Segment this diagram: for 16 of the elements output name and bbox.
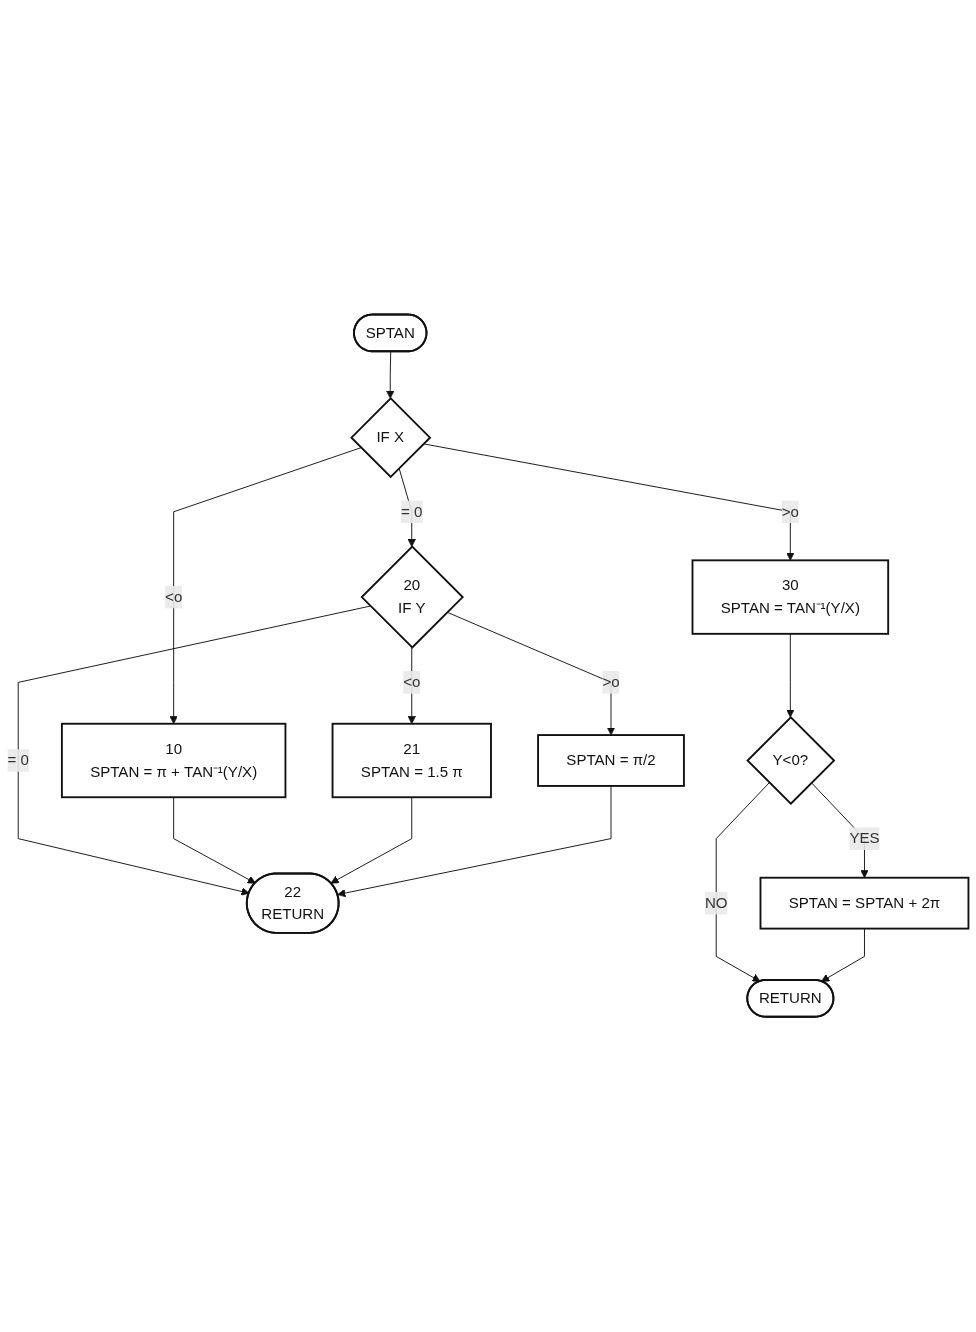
node-box: SPTAN = π/2 [537,734,685,788]
edge-label: <o [403,674,421,691]
edge-label: <o [165,588,183,605]
node-box: SPTAN = SPTAN + 2π [759,877,970,930]
edge-label: = 0 [401,503,423,520]
edge-label: YES [849,830,880,847]
node-diamond: IF X [350,397,432,479]
edge-label: >o [781,503,799,520]
node-box: 21 SPTAN = 1.5 π [331,723,492,799]
node-diamond: Y<0? [746,716,836,806]
edge-label: >o [602,674,620,691]
edge-label: = 0 [7,752,29,769]
edge-label: NO [704,895,728,912]
node-box: 10 SPTAN = π + TAN⁻¹(Y/X) [60,723,287,799]
node-diamond: 20 IF Y [360,545,464,650]
node-box: 30 SPTAN = TAN⁻¹(Y/X) [691,559,890,636]
